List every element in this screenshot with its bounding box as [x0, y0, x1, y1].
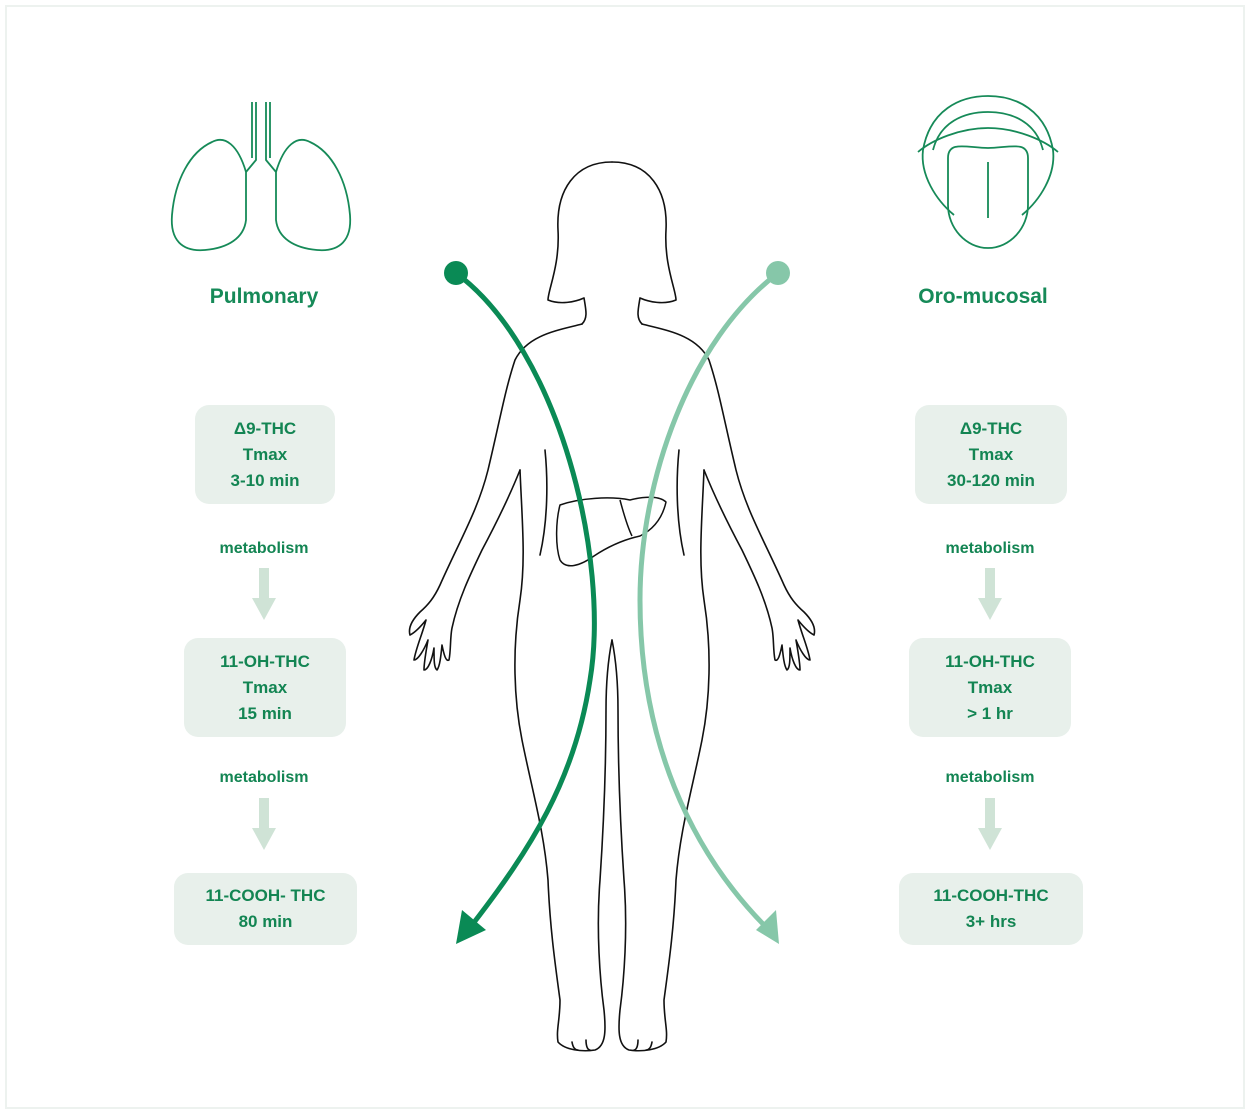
down-arrow-icon: [978, 568, 1002, 620]
step-line: Tmax: [195, 442, 335, 468]
oro-mucosal-metabolism-label-2: metabolism: [946, 769, 1035, 787]
pulmonary-step-11-cooh-thc: 11-COOH- THC 80 min: [174, 873, 357, 945]
pulmonary-step-thc: Δ9-THC Tmax 3-10 min: [195, 405, 335, 504]
down-arrow-icon: [252, 568, 276, 620]
tongue-icon: [918, 96, 1058, 248]
pulmonary-label: Pulmonary: [210, 285, 319, 309]
step-line: Tmax: [909, 675, 1071, 701]
down-arrow-icon: [252, 798, 276, 850]
step-line: 11-COOH-THC: [899, 883, 1083, 909]
step-line: Tmax: [184, 675, 346, 701]
oro-mucosal-step-11-oh-thc: 11-OH-THC Tmax > 1 hr: [909, 638, 1071, 737]
oro-mucosal-metabolism-label-1: metabolism: [946, 540, 1035, 558]
step-line: 11-OH-THC: [909, 649, 1071, 675]
pulmonary-metabolism-label-1: metabolism: [220, 540, 309, 558]
step-line: 11-OH-THC: [184, 649, 346, 675]
step-line: Δ9-THC: [915, 416, 1067, 442]
down-arrow-icon: [978, 798, 1002, 850]
lungs-icon: [172, 102, 350, 250]
step-line: 15 min: [184, 701, 346, 727]
step-line: Δ9-THC: [195, 416, 335, 442]
step-line: 80 min: [174, 909, 357, 935]
step-line: 3-10 min: [195, 468, 335, 494]
step-line: 30-120 min: [915, 468, 1067, 494]
step-line: > 1 hr: [909, 701, 1071, 727]
oro-mucosal-label: Oro-mucosal: [918, 285, 1048, 309]
oro-mucosal-step-thc: Δ9-THC Tmax 30-120 min: [915, 405, 1067, 504]
oro-mucosal-flow-arrow: [640, 261, 790, 944]
pulmonary-metabolism-label-2: metabolism: [220, 769, 309, 787]
step-line: 3+ hrs: [899, 909, 1083, 935]
step-line: Tmax: [915, 442, 1067, 468]
step-line: 11-COOH- THC: [174, 883, 357, 909]
oro-mucosal-step-11-cooh-thc: 11-COOH-THC 3+ hrs: [899, 873, 1083, 945]
pulmonary-step-11-oh-thc: 11-OH-THC Tmax 15 min: [184, 638, 346, 737]
